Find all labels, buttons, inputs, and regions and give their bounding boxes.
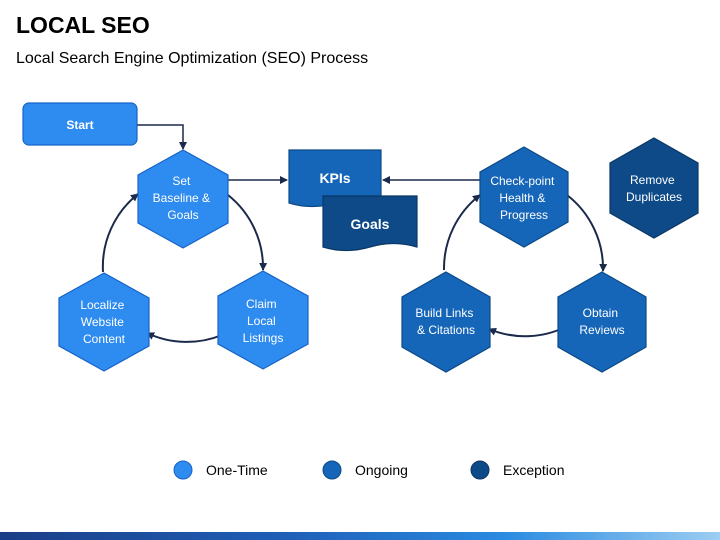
legend-label-exception: Exception xyxy=(503,462,564,478)
label-build-links-line1: Build Links xyxy=(415,306,473,320)
label-localize-content-line1: Localize xyxy=(80,298,124,312)
arrow-start-to-baseline xyxy=(137,124,187,150)
label-claim-listings-line2: Local xyxy=(247,314,276,328)
label-obtain-reviews-line2: Reviews xyxy=(579,323,624,337)
hex-obtain-reviews[interactable] xyxy=(557,271,647,373)
label-set-baseline-line3: Goals xyxy=(167,208,198,222)
label-localize-content-line2: Website xyxy=(81,315,124,329)
label-checkpoint-line1: Check-point xyxy=(490,174,555,188)
label-claim-listings-line1: Claim xyxy=(246,297,277,311)
label-checkpoint: Check-point Health & Progress xyxy=(490,174,557,222)
goals-document[interactable] xyxy=(322,195,418,252)
arc-checkpoint-to-reviews xyxy=(566,194,608,272)
arc-claim-to-localize xyxy=(146,332,223,343)
hex-checkpoint[interactable] xyxy=(479,146,569,248)
legend-dot-one-time xyxy=(173,460,193,480)
footer-gradient-bar xyxy=(0,532,720,540)
label-set-baseline-line2: Baseline & xyxy=(153,191,210,205)
label-build-links-line2: & Citations xyxy=(417,323,475,337)
arc-localize-to-baseline xyxy=(101,193,139,273)
label-localize-content-line3: Content xyxy=(83,332,126,346)
label-set-baseline: Set Baseline & Goals xyxy=(153,174,214,222)
label-remove-duplicates-line1: Remove xyxy=(630,173,675,187)
arc-reviews-to-links xyxy=(488,328,562,338)
hex-claim-listings[interactable] xyxy=(217,270,309,370)
label-checkpoint-line2: Health & xyxy=(499,191,545,205)
arc-links-to-checkpoint xyxy=(442,194,481,271)
label-claim-listings: Claim Local Listings xyxy=(243,297,284,345)
goals-label: Goals xyxy=(351,216,390,232)
label-remove-duplicates: Remove Duplicates xyxy=(626,173,682,204)
legend-label-one-time: One-Time xyxy=(206,462,268,478)
legend-dot-exception xyxy=(470,460,490,480)
page-subtitle: Local Search Engine Optimization (SEO) P… xyxy=(16,50,369,67)
kpis-label: KPIs xyxy=(319,170,350,186)
hex-build-links[interactable] xyxy=(401,271,491,373)
hex-localize-content[interactable] xyxy=(58,272,150,372)
arc-baseline-to-claim xyxy=(227,194,268,271)
label-claim-listings-line3: Listings xyxy=(243,331,284,345)
hex-remove-duplicates[interactable] xyxy=(609,137,699,239)
label-build-links: Build Links & Citations xyxy=(415,306,476,337)
label-remove-duplicates-line2: Duplicates xyxy=(626,190,682,204)
start-box[interactable] xyxy=(22,102,138,146)
label-localize-content: Localize Website Content xyxy=(80,298,127,346)
label-obtain-reviews-line1: Obtain xyxy=(583,306,618,320)
page-title: LOCAL SEO xyxy=(16,12,150,38)
legend-dot-ongoing xyxy=(322,460,342,480)
label-set-baseline-line1: Set xyxy=(172,174,191,188)
label-checkpoint-line3: Progress xyxy=(500,208,548,222)
label-obtain-reviews: Obtain Reviews xyxy=(579,306,624,337)
hex-set-baseline[interactable] xyxy=(137,149,229,249)
legend-label-ongoing: Ongoing xyxy=(355,462,408,478)
start-label: Start xyxy=(66,118,93,132)
